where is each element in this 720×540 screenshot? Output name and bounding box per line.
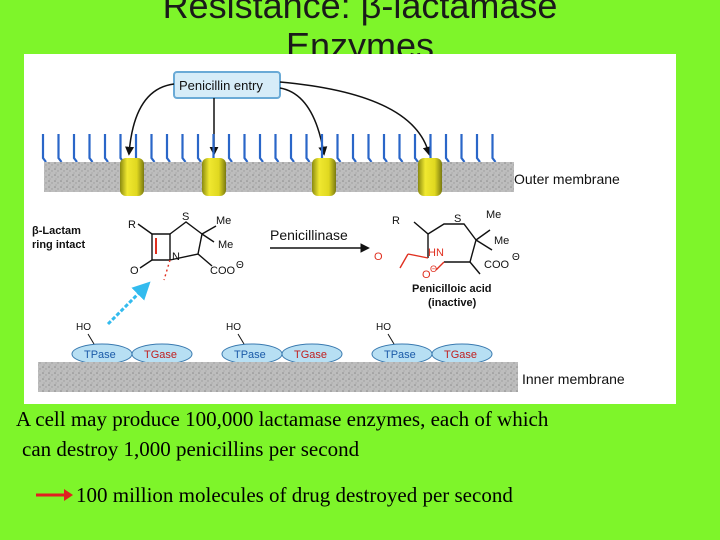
- mechanism-diagram: Penicillin entry Outer membrane β-Lactam…: [32, 71, 625, 392]
- svg-text:O: O: [130, 265, 139, 277]
- lps-chain: [181, 134, 187, 163]
- porin-1: [120, 158, 144, 196]
- tpase-label: TPase: [84, 349, 116, 361]
- lps-chain: [398, 134, 404, 163]
- lps-chain: [103, 134, 109, 163]
- lps-chain: [351, 134, 357, 163]
- lps-chain: [258, 134, 264, 163]
- porin-2: [202, 158, 226, 196]
- lps-chain: [212, 134, 218, 163]
- lps-chain: [382, 134, 388, 163]
- lps-chain: [88, 134, 94, 163]
- penicilloic-acid-structure: [399, 221, 493, 275]
- lps-chain: [367, 134, 373, 163]
- lps-chain: [150, 134, 156, 163]
- right-arrow-icon: [36, 489, 73, 501]
- outer-membrane-band: [44, 162, 514, 192]
- caption: A cell may produce 100,000 lactamase enz…: [16, 404, 716, 464]
- caption-line-1: A cell may produce 100,000 lactamase enz…: [16, 407, 549, 431]
- tpase-label: TPase: [384, 349, 416, 361]
- enzyme-attack-arrow: [106, 281, 151, 326]
- penicillin-atoms: R S N O Me Me COO Θ: [128, 211, 244, 277]
- inner-membrane-label: Inner membrane: [522, 371, 625, 387]
- svg-text:Penicillinase: Penicillinase: [270, 227, 348, 243]
- porin-channels: [120, 158, 442, 196]
- lps-chain: [243, 134, 249, 163]
- tpase-label: TPase: [234, 349, 266, 361]
- svg-text:S: S: [454, 213, 461, 225]
- lps-chain: [491, 134, 497, 163]
- caption-line-2: can destroy 1,000 penicillins per second: [22, 437, 360, 461]
- svg-text:Me: Me: [494, 235, 509, 247]
- outer-membrane-label: Outer membrane: [514, 171, 620, 187]
- lps-chain: [165, 134, 171, 163]
- penicillin-entry-label: Penicillin entry: [173, 71, 281, 99]
- svg-text:Θ: Θ: [430, 264, 437, 274]
- svg-text:R: R: [128, 219, 136, 231]
- svg-text:O: O: [422, 269, 431, 281]
- lps-chain: [305, 134, 311, 163]
- lps-chain: [413, 134, 419, 163]
- lps-chain: [289, 134, 295, 163]
- title-line-1: Resistance: β-lactamase: [162, 0, 558, 26]
- lps-chain: [57, 134, 63, 163]
- lps-chain: [41, 134, 47, 163]
- svg-text:S: S: [182, 211, 189, 223]
- result-text: 100 million molecules of drug destroyed …: [76, 483, 513, 507]
- lps-chain: [460, 134, 466, 163]
- svg-text:Me: Me: [216, 215, 231, 227]
- svg-text:O: O: [374, 251, 383, 263]
- lps-chain: [72, 134, 78, 163]
- svg-text:Penicilloic acid: Penicilloic acid: [412, 283, 491, 295]
- penicillinase-reaction: Penicillinase: [270, 227, 370, 253]
- hydroxyl-label: HO: [226, 322, 241, 333]
- svg-text:ring intact: ring intact: [32, 239, 86, 251]
- lipopolysaccharide-chains: [41, 134, 497, 163]
- inner-membrane-band: [38, 362, 518, 392]
- lps-chain: [429, 134, 435, 163]
- pbp-enzymes: HO TPase TGase HO TPase TGase HO TPase TGase: [71, 322, 493, 365]
- svg-text:Penicillin entry: Penicillin entry: [179, 78, 263, 93]
- penicilloic-acid-label: Penicilloic acid (inactive): [412, 283, 491, 309]
- slide-title: Resistance: β-lactamase Enzymes: [0, 0, 720, 66]
- hydroxyl-label: HO: [76, 322, 91, 333]
- enzyme-pair: HO TPase TGase: [71, 322, 193, 365]
- svg-text:COO: COO: [210, 265, 236, 277]
- enzyme-pair: HO TPase TGase: [221, 322, 343, 365]
- svg-text:Me: Me: [218, 239, 233, 251]
- hydroxyl-label: HO: [376, 322, 391, 333]
- lps-chain: [444, 134, 450, 163]
- porin-4: [418, 158, 442, 196]
- tgase-label: TGase: [444, 349, 477, 361]
- lps-chain: [227, 134, 233, 163]
- enzyme-pair: HO TPase TGase: [371, 322, 493, 365]
- penicillin-structure: [137, 221, 217, 281]
- tgase-label: TGase: [144, 349, 177, 361]
- svg-text:COO: COO: [484, 259, 510, 271]
- lps-chain: [196, 134, 202, 163]
- svg-text:Θ: Θ: [236, 260, 244, 271]
- beta-lactam-label: β-Lactam ring intact: [32, 225, 86, 251]
- porin-3: [312, 158, 336, 196]
- svg-text:(inactive): (inactive): [428, 297, 477, 309]
- lps-chain: [475, 134, 481, 163]
- svg-text:R: R: [392, 215, 400, 227]
- lps-chain: [274, 134, 280, 163]
- tgase-label: TGase: [294, 349, 327, 361]
- lps-chain: [134, 134, 140, 163]
- svg-text:Me: Me: [486, 209, 501, 221]
- svg-text:HN: HN: [428, 247, 444, 259]
- result-statement: 100 million molecules of drug destroyed …: [36, 480, 716, 510]
- lps-chain: [119, 134, 125, 163]
- svg-text:β-Lactam: β-Lactam: [32, 225, 81, 237]
- svg-text:Θ: Θ: [512, 252, 520, 263]
- penicilloic-acid-atoms: R S HN O O Θ Me Me COO Θ: [374, 209, 520, 281]
- lps-chain: [336, 134, 342, 163]
- svg-text:N: N: [172, 251, 180, 263]
- mechanism-figure: Penicillin entry Outer membrane β-Lactam…: [24, 54, 676, 404]
